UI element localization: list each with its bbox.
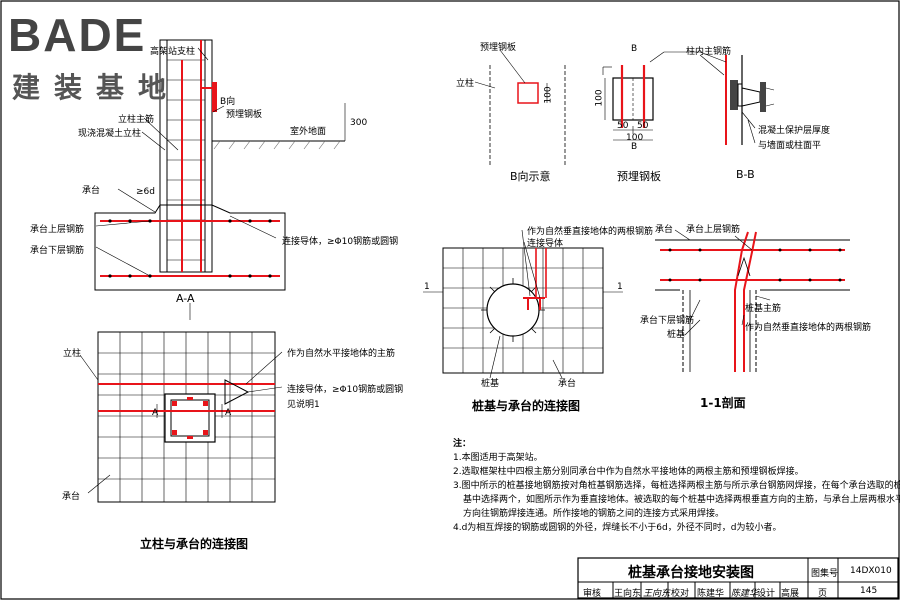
title-column-cap: 立柱与承台的连接图 (140, 537, 249, 551)
dim-300: 300 (350, 118, 368, 128)
label-s11-top-bar: 承台上层钢筋 (686, 225, 741, 235)
label-cast-column: 现浇混凝土立柱 (78, 129, 142, 139)
title-b-view: B向示意 (510, 170, 551, 183)
label-b-plate: 预埋钢板 (480, 43, 517, 53)
label-outdoor-ground: 室外地面 (290, 127, 327, 137)
label-b-column: 立柱 (456, 79, 475, 89)
section-mark-a-left: A (152, 408, 159, 418)
tb-design-label: 设计 (757, 589, 776, 599)
note-3c: 方向往钢筋焊接连通。所作接地的钢筋之间的连接方式采用焊接。 (463, 509, 725, 519)
title-b-b: B-B (736, 168, 755, 181)
label-column: 立柱 (63, 349, 82, 359)
plan-pile-cap (423, 229, 623, 379)
note-4: 4.d为相互焊接的钢筋或圆钢的外径，焊缝长不小于6d，外径不同时，d为较小者。 (453, 523, 782, 533)
label-embed-plate: 预埋钢板 (226, 110, 263, 120)
section-mark-b-top: B (631, 44, 638, 54)
logo-chinese: 建装基地 (12, 71, 181, 104)
section-mark-1-right: 1 (617, 282, 623, 292)
title-pile-cap: 桩基与承台的连接图 (472, 399, 581, 413)
label-flush: 与墙面或柱面平 (758, 141, 822, 151)
label-cap-plan: 承台 (62, 492, 81, 502)
section-mark-b-bottom: B (631, 142, 638, 152)
section-mark-1-left: 1 (424, 282, 430, 292)
atlas-number: 14DX010 (850, 566, 892, 576)
label-s11-cap: 承台 (655, 225, 674, 235)
brand-logo: BADE 建装基地 (8, 8, 188, 104)
label-conductor-plan: 连接导体，≥Φ10钢筋或圆钢 (287, 385, 404, 395)
note-2: 2.选取框架柱中四根主筋分别同承台中作为自然水平接地体的两根主筋和预埋钢板焊接。 (453, 467, 804, 477)
label-column-main-bar: 立柱主筋 (118, 115, 155, 125)
section-1-1 (655, 229, 850, 372)
label-s11-pile-bar: 桩基主筋 (745, 304, 782, 314)
page-label: 页 (818, 589, 828, 599)
dim-plate-100-h: 100 (626, 133, 644, 143)
plan-column-cap (79, 331, 283, 503)
label-b-direction: B向 (220, 97, 236, 107)
label-horizontal-bar: 作为自然水平接地体的主筋 (287, 349, 396, 359)
label-pile-cap: 承台 (558, 379, 577, 389)
embedded-plate-detail (602, 65, 654, 141)
note-heading: 注： (453, 439, 472, 449)
label-cap-top-bar: 承台上层钢筋 (30, 225, 85, 235)
note-3a: 3.图中所示的桩基接地钢筋按对角桩基钢筋选择，每桩选择两根主筋与所示承台钢筋网焊… (453, 481, 900, 491)
label-cover: 混凝土保护层厚度 (758, 126, 831, 136)
tb-reviewer-sign: 王向东 (643, 589, 671, 599)
section-mark-a-right: A (225, 408, 232, 418)
label-pile-base: 桩基 (481, 379, 500, 389)
dim-b-100: 100 (543, 86, 554, 104)
section-b-b (649, 51, 775, 145)
dim-plate-50-a: 50 (617, 121, 629, 131)
label-see-note: 见说明1 (287, 400, 320, 410)
label-s11-bottom-bar: 承台下层钢筋 (640, 316, 695, 326)
tb-designer: 高展 (781, 589, 800, 599)
dim-6d: ≥6d (136, 187, 155, 197)
dim-plate-50-b: 50 (637, 121, 649, 131)
label-s11-vertical-bar: 作为自然垂直接地体的两根钢筋 (745, 323, 872, 333)
label-conductor-pile: 连接导体 (527, 239, 564, 249)
label-column-bar: 柱内主钢筋 (686, 47, 732, 57)
dim-plate-100-v: 100 (594, 89, 605, 107)
tb-check-label: 校对 (671, 589, 690, 599)
title-block (577, 557, 899, 599)
section-a-a (94, 39, 346, 320)
atlas-label: 图集号 (811, 569, 839, 579)
b-direction-view (474, 49, 566, 165)
note-3b: 基中选择两个，如图所示作为垂直接地体。被选取的每个桩基中选择两根垂直方向的主筋，… (463, 495, 900, 505)
tb-checker-sign: 陈建华 (731, 589, 759, 599)
title-section-1-1: 1-1剖面 (700, 396, 746, 410)
title-plate: 预埋钢板 (617, 170, 661, 183)
tb-checker: 陈建华 (697, 589, 725, 599)
label-conductor: 连接导体，≥Φ10钢筋或圆钢 (282, 237, 399, 247)
drawing-title: 桩基承台接地安装图 (628, 565, 754, 581)
page-number: 145 (860, 586, 878, 596)
tb-reviewer: 王向东 (614, 589, 642, 599)
label-cap: 承台 (82, 186, 101, 196)
logo-wordmark: BADE (8, 9, 147, 61)
notes: 注： 1.本图适用于高架站。 2.选取框架柱中四根主筋分别同承台中作为自然水平接… (453, 437, 900, 535)
label-vertical-bar: 作为自然垂直接地体的两根钢筋 (527, 227, 654, 237)
note-1: 1.本图适用于高架站。 (453, 453, 543, 463)
title-a-a: A-A (176, 292, 195, 305)
label-s11-pile: 桩基 (667, 330, 686, 340)
label-cap-bottom-bar: 承台下层钢筋 (30, 246, 85, 256)
tb-review-label: 审核 (583, 589, 602, 599)
label-high-frame: 高架站支柱 (150, 47, 196, 57)
